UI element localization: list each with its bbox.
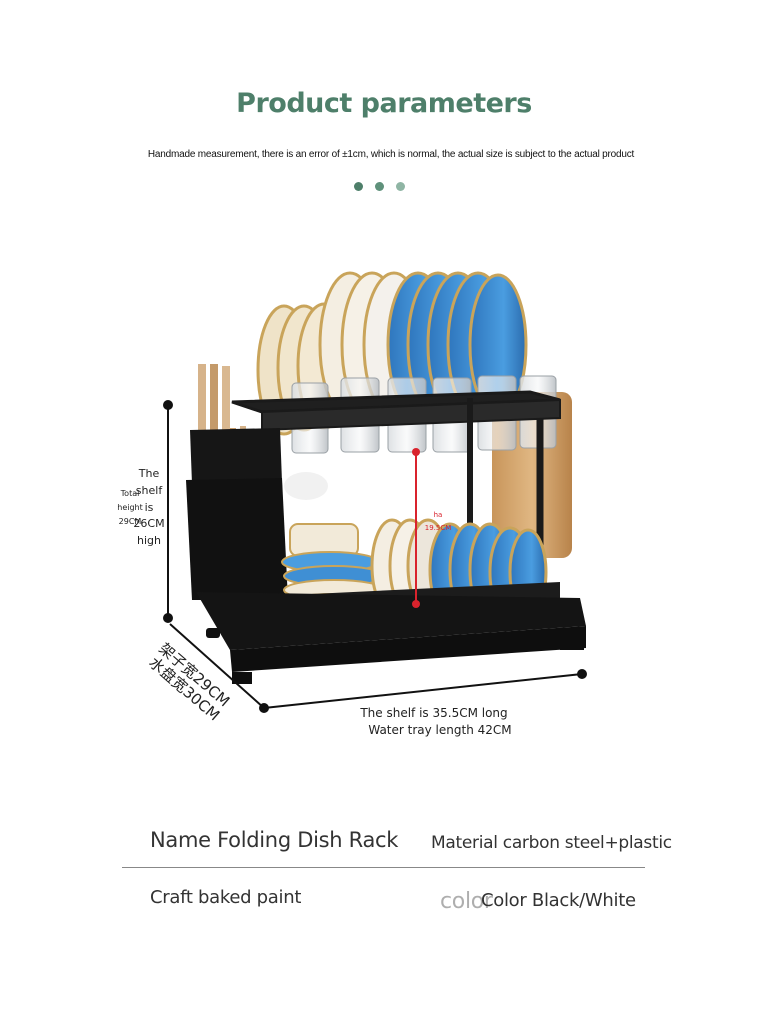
spec-color: Color Black/White [481, 890, 636, 911]
indicator-dot-2 [375, 182, 384, 191]
length-label-shelf: The shelf is 35.5CM long [359, 706, 507, 720]
shelf-height-word-2: shelf [136, 484, 164, 497]
shelf-height-word-3: is [145, 501, 154, 514]
dish-rack-illustration: The shelf is 26CM high Total height 29CM… [117, 271, 587, 737]
spec-material: Material carbon steel+plastic [431, 833, 672, 853]
measurement-note: Handmade measurement, there is an error … [147, 149, 635, 160]
inner-height-label: 19.5CM [425, 524, 452, 532]
page-indicator [354, 182, 405, 191]
inner-height-label-top: ha [434, 511, 443, 519]
spec-craft: Craft baked paint [150, 887, 302, 908]
length-label-tray: Water tray length 42CM [368, 723, 511, 737]
shelf-height-word-4: 26CM [133, 517, 164, 530]
bottom-shelf-frame [196, 582, 586, 684]
spec-divider [122, 867, 645, 868]
page-title: Product parameters [236, 88, 532, 119]
dimension-lines [163, 400, 587, 713]
inner-height-measure [412, 448, 420, 608]
shelf-height-label: The shelf is 26CM high [133, 467, 164, 547]
total-height-word-2: height [117, 503, 143, 512]
total-height-word-3: 29CM [119, 517, 142, 526]
spec-name: Name Folding Dish Rack [150, 828, 399, 852]
total-height-word-1: Total [120, 489, 140, 498]
utensil-caddy [186, 364, 288, 600]
indicator-dot-1 [354, 182, 363, 191]
shelf-height-word-1: The [138, 467, 160, 480]
indicator-dot-3 [396, 182, 405, 191]
shelf-height-word-5: high [137, 534, 161, 547]
spec-color-watermark: color [440, 889, 493, 914]
total-height-label: Total height 29CM [117, 489, 143, 526]
